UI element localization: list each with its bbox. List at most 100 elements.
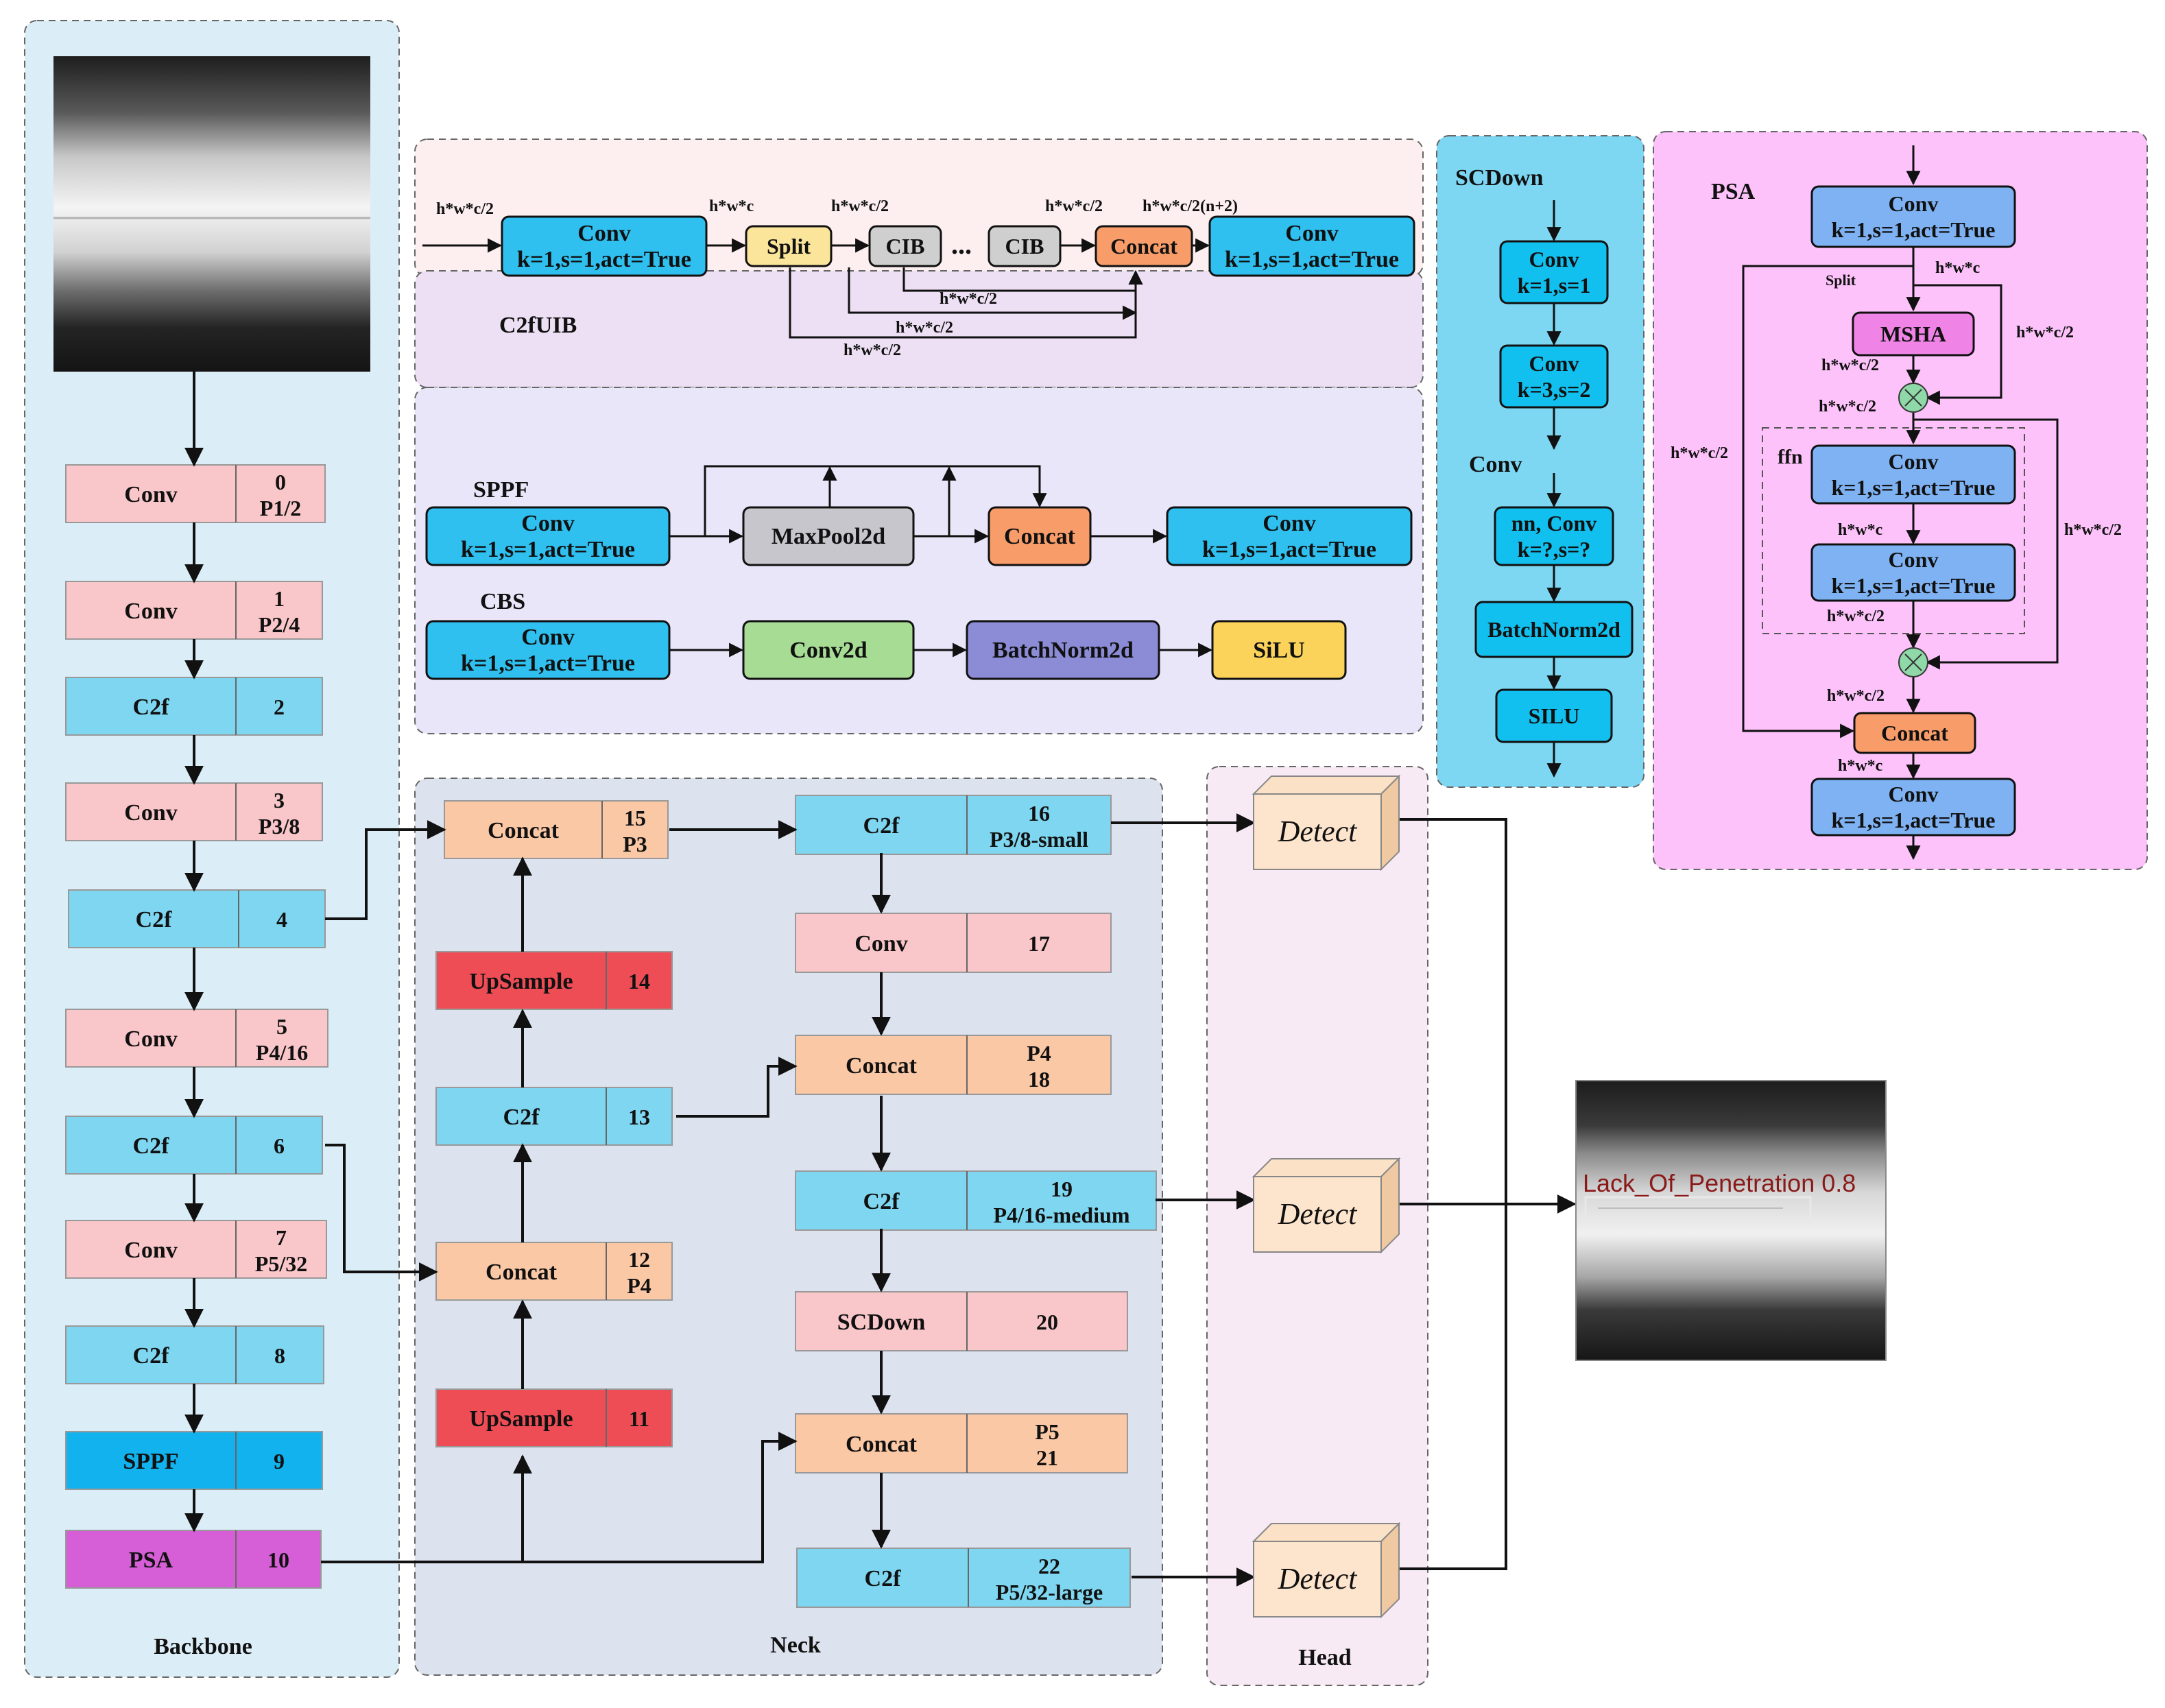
psa-ffn-conv-1-params: k=1,s=1,act=True <box>1832 475 1996 500</box>
c2fuib-concat: Concat <box>1095 225 1193 267</box>
neck-left-layer-0-name: Concat <box>488 818 560 843</box>
neck-left-layer-2-name: C2f <box>503 1105 540 1130</box>
backbone-layer-2-name: C2f <box>133 695 170 720</box>
detect-head-1-label: Detect <box>1278 1197 1359 1231</box>
psa-dim-0: h*w*c <box>1935 259 1981 277</box>
backbone-layer-0-name: Conv <box>124 482 177 507</box>
cbs-batchnorm: BatchNorm2d <box>966 620 1160 680</box>
neck-label: Neck <box>770 1633 821 1658</box>
neck-right-layer-3-index: 19 <box>1051 1177 1073 1201</box>
detection-label: Lack_Of_Penetration 0.8 <box>1583 1169 1856 1197</box>
psa-ffn-conv-1-title: Conv <box>1889 449 1939 474</box>
main-connections <box>184 372 1577 1587</box>
neck-right-layer-1-name: Conv <box>854 931 907 957</box>
backbone-layer-7-name: Conv <box>124 1238 177 1263</box>
neck-right-layer-6-name: C2f <box>865 1566 902 1591</box>
c2fuib-conv-out-params: k=1,s=1,act=True <box>1225 247 1399 272</box>
scdown-silu: SILU <box>1495 688 1613 743</box>
cbs-conv2d-title: Conv2d <box>789 638 867 663</box>
c2fuib-dim-0: h*w*c/2 <box>436 200 494 218</box>
psa-dim-6: h*w*c/2 <box>2064 521 2122 539</box>
sppf-conv-in-title: Conv <box>521 511 574 536</box>
neck-right-layer-0-name: C2f <box>863 813 900 839</box>
head-label: Head <box>1298 1645 1352 1670</box>
backbone-layer-10-index: 10 <box>267 1548 289 1572</box>
result-image: Lack_Of_Penetration 0.8 <box>1575 1080 1887 1361</box>
sppf-conv-in-params: k=1,s=1,act=True <box>461 537 635 562</box>
backbone-layer-7-scale: P5/32 <box>255 1251 307 1276</box>
backbone-layer-1-index: 1 <box>274 586 285 611</box>
backbone-layer-5-scale: P4/16 <box>256 1040 308 1065</box>
c2fuib-dim-7: h*w*c/2 <box>844 341 901 359</box>
scdown-batchnorm-title: BatchNorm2d <box>1487 617 1620 642</box>
backbone-layer-3-index: 3 <box>274 788 285 813</box>
psa-dim-4: h*w*c/2 <box>1671 444 1728 462</box>
c2fuib-split-title: Split <box>767 234 811 258</box>
c2fuib-panel <box>414 270 1424 388</box>
neck-right-layer-6-index: 22 <box>1038 1554 1060 1578</box>
cbs-conv-title: Conv <box>521 625 574 650</box>
backbone-layer-9-name: SPPF <box>123 1449 178 1474</box>
psa-dim-7: h*w*c/2 <box>1827 608 1885 625</box>
sppf-concat: Concat <box>988 506 1092 566</box>
c2fuib-cib-2-title: CIB <box>1005 234 1044 258</box>
backbone-layer-5-name: Conv <box>124 1026 177 1052</box>
neck-right-layer-5-scale: 21 <box>1036 1445 1058 1470</box>
backbone-layer-3-name: Conv <box>124 800 177 826</box>
backbone-layer-4-index: 4 <box>276 907 287 932</box>
psa-dim-9: h*w*c <box>1838 757 1883 775</box>
sppf-maxpool-title: MaxPool2d <box>771 524 885 549</box>
backbone-layer-1-name: Conv <box>124 599 177 624</box>
cbs-silu-title: SiLU <box>1253 638 1305 663</box>
backbone-layer-8-index: 8 <box>274 1343 285 1368</box>
psa-dim-5: h*w*c <box>1838 521 1883 539</box>
c2fuib-cib-1-title: CIB <box>886 234 925 258</box>
backbone-layer-0: Conv 0P1/2 <box>65 464 326 523</box>
neck-right-layer-0-index: 16 <box>1028 801 1050 826</box>
neck-right-layer-0-scale: P3/8-small <box>990 827 1088 852</box>
neck-left-layer-3-name: Concat <box>486 1260 558 1285</box>
c2fuib-dim-2: h*w*c/2 <box>831 197 889 215</box>
neck-left-layer-0-scale: P3 <box>623 832 647 856</box>
neck-right-layer-6-scale: P5/32-large <box>996 1580 1103 1604</box>
neck-left-layer-0-index: 15 <box>624 806 646 830</box>
scdown-batchnorm: BatchNorm2d <box>1474 601 1634 658</box>
psa-ffn-conv-2-params: k=1,s=1,act=True <box>1832 573 1996 598</box>
c2fuib-dim-1: h*w*c <box>709 197 754 215</box>
psa-dim-3: h*w*c/2 <box>1819 398 1876 416</box>
scdown-nn-conv-params: k=?,s=? <box>1518 537 1591 562</box>
backbone-label: Backbone <box>154 1634 252 1659</box>
backbone-layer-0-scale: P1/2 <box>260 496 301 520</box>
c2fuib-dots: ... <box>951 229 972 260</box>
cbs-batchnorm-title: BatchNorm2d <box>992 638 1134 663</box>
neck-left-layer-4-name: UpSample <box>469 1406 573 1432</box>
neck-right-layer-5-name: Concat <box>846 1432 918 1457</box>
neck-right-layer-2-index: P4 <box>1027 1041 1051 1066</box>
backbone-layer-4-name: C2f <box>136 907 173 933</box>
neck-right-layer-3-scale: P4/16-medium <box>993 1203 1129 1227</box>
backbone-layer-3-scale: P3/8 <box>259 814 300 839</box>
cbs-conv2d: Conv2d <box>742 620 915 680</box>
backbone-layer-0-index: 0 <box>275 470 286 494</box>
psa-dim-2: h*w*c/2 <box>1821 357 1879 374</box>
psa-split-label: Split <box>1826 272 1856 289</box>
